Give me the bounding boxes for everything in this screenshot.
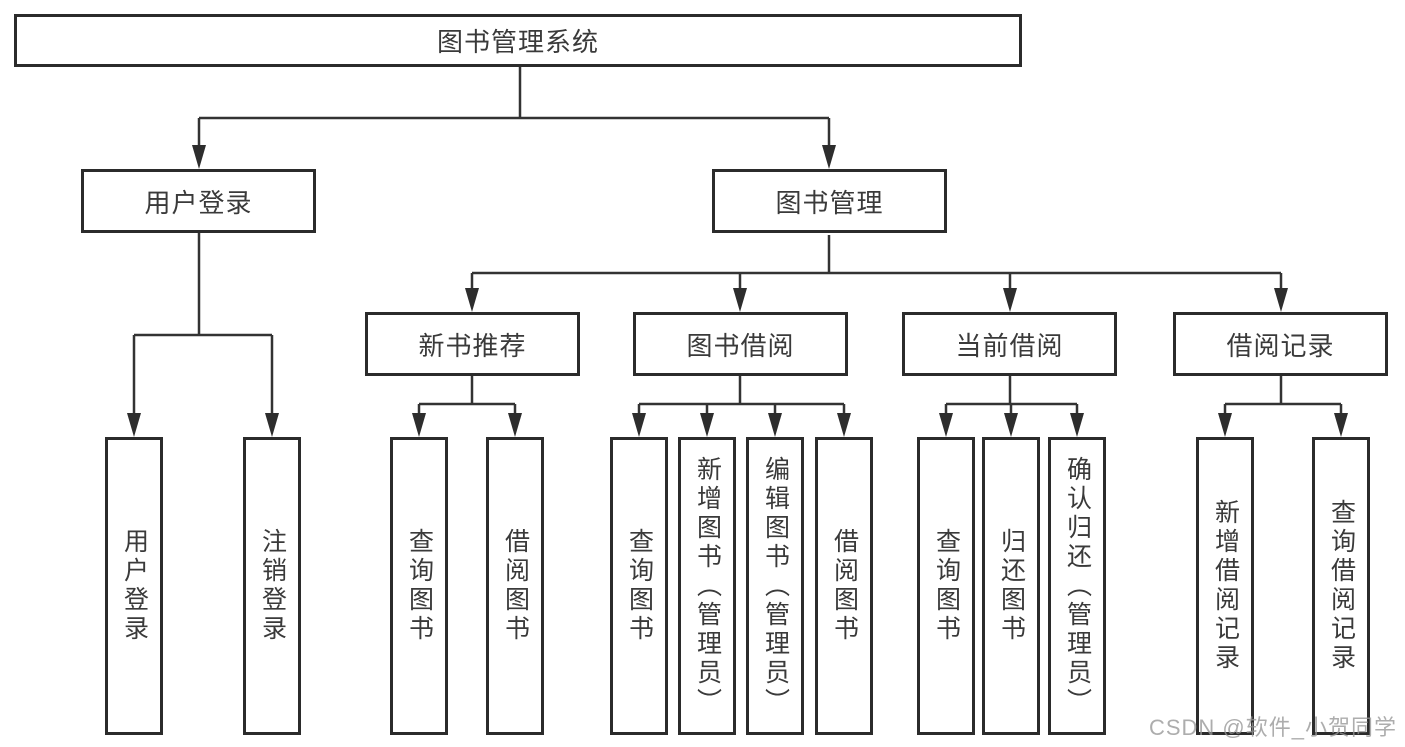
node-book-management: 图书管理 — [712, 169, 947, 233]
leaf-borrowing-query-books: 查询图书 — [610, 437, 668, 735]
leaf-records-query-record: 查询借阅记录 — [1312, 437, 1370, 735]
node-current-borrowing: 当前借阅 — [902, 312, 1117, 376]
arrowheads — [127, 145, 1348, 437]
node-library-management-system: 图书管理系统 — [14, 14, 1022, 67]
node-new-book-recommend: 新书推荐 — [365, 312, 580, 376]
node-book-borrowing: 图书借阅 — [633, 312, 848, 376]
leaf-logout: 注销登录 — [243, 437, 301, 735]
leaf-current-query-books: 查询图书 — [917, 437, 975, 735]
leaf-recommend-borrow-books: 借阅图书 — [486, 437, 544, 735]
leaf-current-confirm-return-admin: 确认归还（管理员） — [1048, 437, 1106, 735]
leaf-borrowing-borrow-books: 借阅图书 — [815, 437, 873, 735]
node-user-login: 用户登录 — [81, 169, 316, 233]
leaf-user-login: 用户登录 — [105, 437, 163, 735]
leaf-recommend-query-books: 查询图书 — [390, 437, 448, 735]
leaf-borrowing-edit-books-admin: 编辑图书（管理员） — [746, 437, 804, 735]
leaf-records-add-record: 新增借阅记录 — [1196, 437, 1254, 735]
node-borrowing-records: 借阅记录 — [1173, 312, 1388, 376]
leaf-current-return-books: 归还图书 — [982, 437, 1040, 735]
leaf-borrowing-add-books-admin: 新增图书（管理员） — [678, 437, 736, 735]
csdn-watermark: CSDN @软件_小贺同学 — [1148, 715, 1397, 740]
